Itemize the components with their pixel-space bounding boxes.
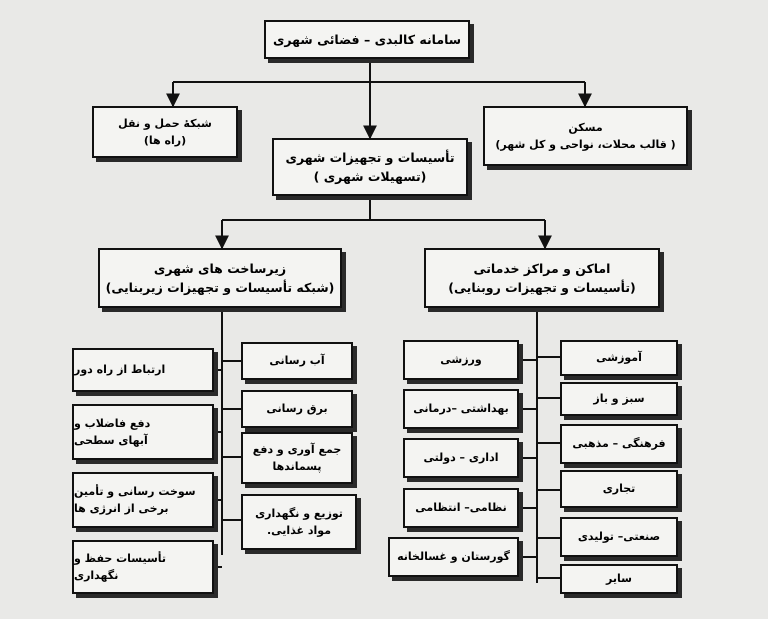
infra-food-distribution: توزیع و نگهداری مواد غذایی.	[241, 494, 357, 550]
service-administrative: اداری – دولتی	[403, 438, 519, 478]
housing-box: مسکن ( قالب محلات، نواحی و کل شهر)	[483, 106, 688, 166]
infra-telecommunication: ارتباط از راه دور	[72, 348, 214, 392]
root-label: سامانه کالبدی – فضائی شهری	[272, 31, 462, 47]
service-cemetery: گورستان و غسالخانه	[388, 537, 519, 577]
infrastructure-box: زیرساخت های شهری (شبکه تأسیسات و تجهیزات…	[98, 248, 342, 308]
service-other: سایر	[560, 564, 678, 594]
service-green-space: سبز و باز	[560, 382, 678, 416]
service-industrial: صنعتی– تولیدی	[560, 517, 678, 557]
root-box: سامانه کالبدی – فضائی شهری	[264, 20, 470, 59]
service-sports: ورزشی	[403, 340, 519, 380]
infra-sewage-drainage: دفع فاضلاب و آبهای سطحی	[72, 404, 214, 460]
service-commercial: تجاری	[560, 470, 678, 508]
service-military: نظامی– انتظامی	[403, 488, 519, 528]
infra-water-supply: آب رسانی	[241, 342, 353, 380]
infra-electricity: برق رسانی	[241, 390, 353, 428]
transport-network-box: شبکهٔ حمل و نقل (راه ها)	[92, 106, 238, 158]
infra-waste-collection: جمع آوری و دفع پسماندها	[241, 432, 353, 484]
service-education: آموزشی	[560, 340, 678, 376]
service-health: بهداشتی –درمانی	[403, 389, 519, 429]
urban-facilities-box: تأسیسات و تجهیزات شهری (تسهیلات شهری )	[272, 138, 468, 196]
infra-storage-facilities: تأسیسات حفظ و نگهداری	[72, 540, 214, 594]
service-centers-box: اماکن و مراکز خدماتی (تأسیسات و تجهیزات …	[424, 248, 660, 308]
service-cultural-religious: فرهنگی – مذهبی	[560, 424, 678, 464]
infra-fuel-energy: سوخت رسانی و تأمین برخی از انرژی ها	[72, 472, 214, 528]
